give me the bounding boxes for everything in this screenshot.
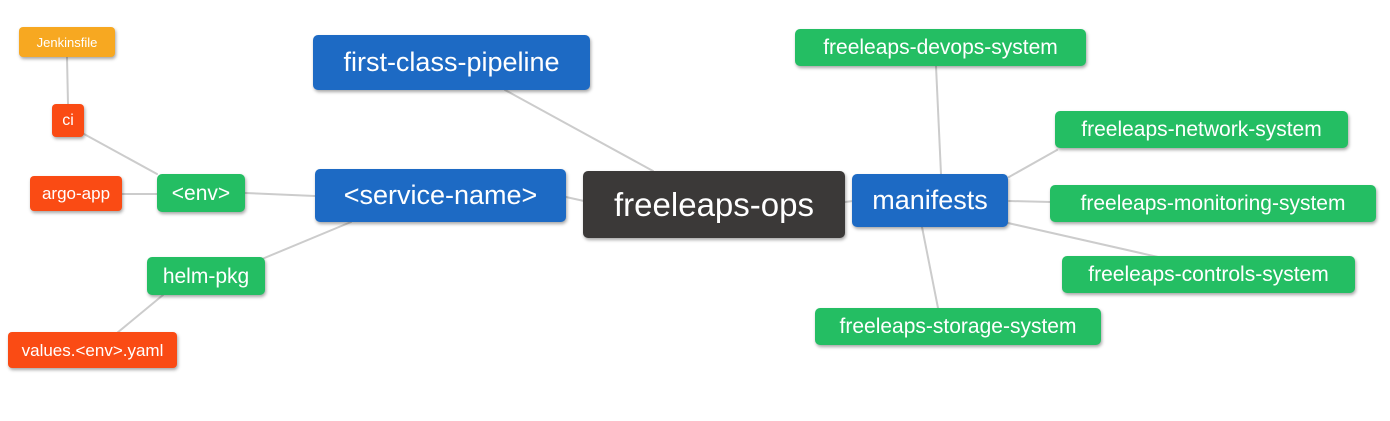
edge-service-name-ops xyxy=(565,196,585,202)
edge-pipeline-ops xyxy=(504,89,654,172)
node-freeleaps-ops[interactable]: freeleaps-ops xyxy=(583,171,845,238)
node-freeleaps-controls-system[interactable]: freeleaps-controls-system xyxy=(1062,256,1355,293)
edge-manifests-network xyxy=(1008,149,1058,178)
node-freeleaps-network-system[interactable]: freeleaps-network-system xyxy=(1055,111,1348,148)
edge-ops-manifests xyxy=(844,200,854,203)
edge-manifests-monitoring xyxy=(1008,200,1052,203)
node-manifests[interactable]: manifests xyxy=(852,174,1008,227)
node-first-class-pipeline[interactable]: first-class-pipeline xyxy=(313,35,590,90)
node-values-env-yaml[interactable]: values.<env>.yaml xyxy=(8,332,177,368)
node-jenkinsfile[interactable]: Jenkinsfile xyxy=(19,27,115,57)
node-freeleaps-storage-system[interactable]: freeleaps-storage-system xyxy=(815,308,1101,345)
edge-env-service-name xyxy=(244,192,316,197)
node-argo-app[interactable]: argo-app xyxy=(30,176,122,211)
edge-manifests-devops xyxy=(935,65,942,175)
node-ci[interactable]: ci xyxy=(52,104,84,137)
node-service-name[interactable]: <service-name> xyxy=(315,169,566,222)
node-freeleaps-devops-system[interactable]: freeleaps-devops-system xyxy=(795,29,1086,66)
edge-helm-pkg-values xyxy=(116,294,164,334)
edge-ci-env xyxy=(83,133,158,175)
node-env[interactable]: <env> xyxy=(157,174,245,212)
edge-jenkinsfile-ci xyxy=(66,56,69,105)
node-freeleaps-monitoring-system[interactable]: freeleaps-monitoring-system xyxy=(1050,185,1376,222)
edge-service-name-helm-pkg xyxy=(261,221,352,260)
node-helm-pkg[interactable]: helm-pkg xyxy=(147,257,265,295)
edge-manifests-controls xyxy=(1007,222,1159,258)
edge-manifests-storage xyxy=(921,226,939,309)
